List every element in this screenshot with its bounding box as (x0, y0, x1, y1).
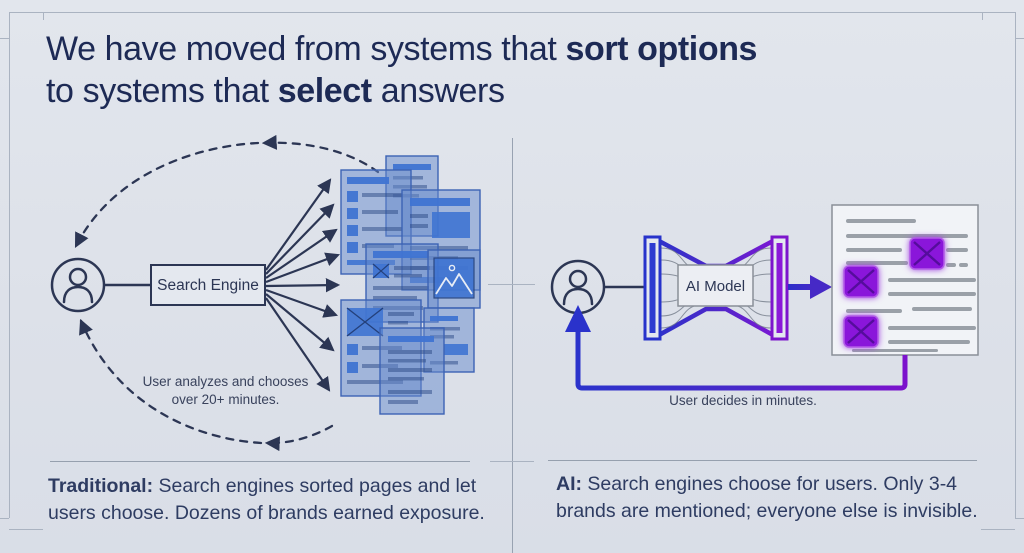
decision-return-loop (565, 305, 908, 391)
frame-tick-top-right (982, 12, 983, 20)
result-fan-arrows (265, 178, 341, 392)
note-line: User analyzes and chooses (142, 374, 309, 389)
search-results-cluster (340, 155, 481, 415)
ai-caption: AI: Search engines choose for users. Onl… (556, 471, 1001, 525)
title-segment: to systems that (46, 72, 278, 110)
model-to-answer-arrow (788, 275, 832, 299)
caption-body: Search engines choose for users. Only 3-… (556, 473, 978, 522)
result-page (379, 327, 445, 415)
title-segment: answers (371, 72, 505, 110)
frame-line-right (1015, 12, 1016, 518)
ai-model-funnel: AI Model (643, 235, 789, 341)
title-segment-bold: sort options (565, 30, 758, 68)
ai-answer-document (831, 204, 979, 356)
ai-loop-note: User decides in minutes. (618, 392, 868, 410)
caption-body: Search engines sorted pages and let user… (48, 475, 485, 524)
brand-box (909, 237, 945, 270)
user-icon (50, 257, 106, 313)
traditional-caption: Traditional: Search engines sorted pages… (48, 473, 493, 527)
analyze-loop-dashed-arrows (74, 134, 380, 452)
frame-tick-top-left (43, 12, 44, 20)
frame-tick-right-upper (1015, 38, 1024, 39)
ai-model-node: AI Model (677, 264, 754, 307)
ai-model-label: AI Model (686, 278, 745, 295)
divider-tick-mid (488, 284, 535, 285)
panel-divider (512, 138, 513, 553)
funnel-input-bar (643, 235, 662, 341)
frame-tick-right-bottom (981, 529, 1015, 530)
brand-highlight-boxes (843, 237, 945, 348)
title-segment-bold: select (277, 72, 372, 110)
search-engine-label: Search Engine (157, 277, 259, 294)
traditional-panel: Search Engine (50, 134, 481, 452)
frame-line-top (9, 12, 1015, 13)
frame-tick-left-bottom (9, 529, 43, 530)
caption-lead: Traditional: (48, 475, 154, 497)
traditional-loop-note: User analyzes and chooses over 20+ minut… (118, 373, 333, 409)
frame-tick-left-lower (0, 518, 9, 519)
frame-line-left (9, 12, 10, 518)
title-segment: We have moved from systems that (46, 30, 566, 68)
funnel-output-bar (770, 235, 789, 341)
brand-box (843, 265, 879, 298)
right-caption-separator (548, 460, 977, 461)
frame-tick-right-lower (1015, 518, 1024, 519)
caption-lead: AI: (556, 473, 582, 495)
divider-tick-low (490, 461, 534, 462)
frame-tick-left-upper (0, 38, 9, 39)
search-engine-node: Search Engine (150, 264, 266, 306)
left-caption-separator (50, 461, 470, 462)
answer-text-lines (846, 219, 976, 352)
brand-box (843, 315, 879, 348)
result-page-image (427, 249, 481, 309)
note-line: User decides in minutes. (669, 393, 817, 408)
ai-panel: AI Model (550, 204, 979, 391)
note-line: over 20+ minutes. (171, 392, 280, 407)
page-title: We have moved from systems that sort opt… (46, 28, 976, 112)
